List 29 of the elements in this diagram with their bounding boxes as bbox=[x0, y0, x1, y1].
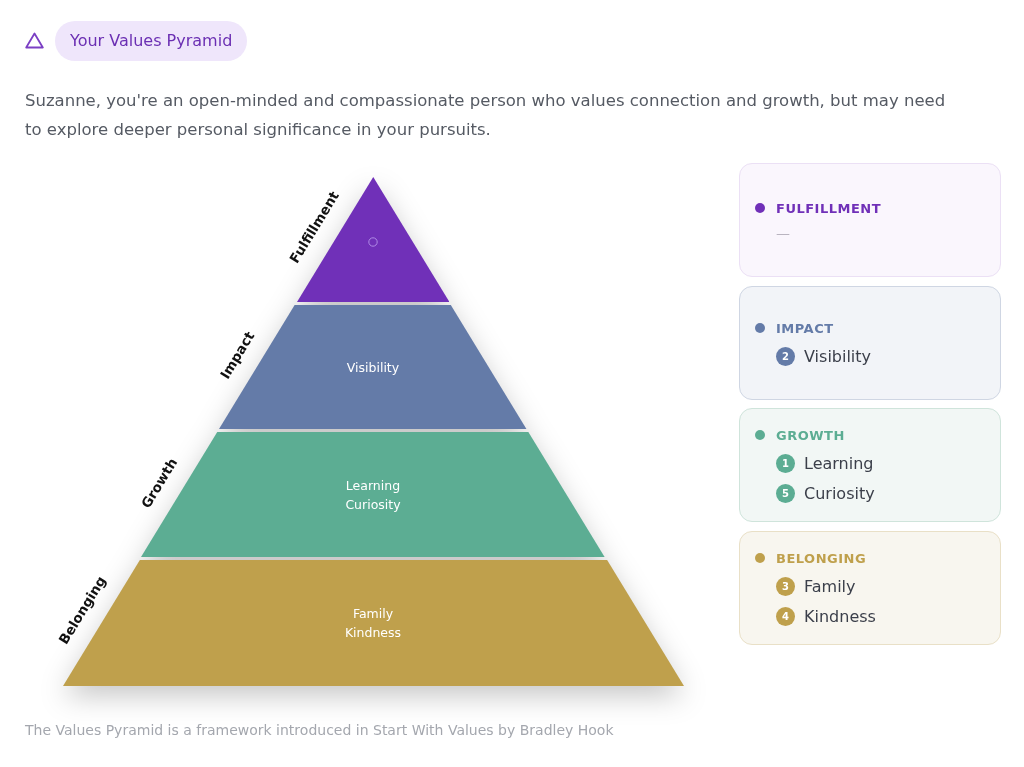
card-heading: FULFILLMENT bbox=[776, 200, 882, 216]
caption-text: The Values Pyramid is a framework introduced in Start With Values by Bradley Hook bbox=[25, 722, 614, 738]
title-pill: Your Values Pyramid bbox=[55, 21, 248, 61]
pyramid-tier bbox=[141, 432, 605, 557]
pyramid-tier bbox=[219, 305, 527, 429]
value-card bbox=[739, 408, 1001, 522]
card-note: — bbox=[776, 224, 790, 243]
value-card bbox=[739, 286, 1001, 400]
number-badge: 5 bbox=[776, 483, 795, 503]
value-label: Visibility bbox=[346, 358, 400, 377]
number-badge: 1 bbox=[776, 453, 795, 473]
value-card bbox=[739, 531, 1001, 645]
card-heading: IMPACT bbox=[776, 320, 834, 336]
value-label: Curiosity bbox=[345, 495, 401, 514]
value-label: Curiosity bbox=[804, 483, 875, 503]
value-label: Family bbox=[352, 605, 394, 623]
value-label: Family bbox=[804, 576, 856, 596]
card-heading: GROWTH bbox=[776, 427, 845, 443]
card-heading: BELONGING bbox=[776, 550, 867, 566]
value-card bbox=[739, 163, 1001, 277]
number-badge: 2 bbox=[776, 346, 795, 366]
number-badge: 4 bbox=[776, 606, 795, 626]
value-label: Kindness bbox=[344, 624, 402, 642]
summary-text: Suzanne, you're an open-minded and compassionate person who values connection and growth, but may need to explore deeper personal significance in your pursuits. bbox=[25, 90, 947, 141]
value-label: Kindness bbox=[804, 606, 876, 626]
number-badge: 3 bbox=[776, 576, 795, 596]
value-label: Visibility bbox=[804, 346, 872, 366]
value-label: Learning bbox=[804, 453, 874, 473]
value-label: Learning bbox=[345, 476, 401, 495]
